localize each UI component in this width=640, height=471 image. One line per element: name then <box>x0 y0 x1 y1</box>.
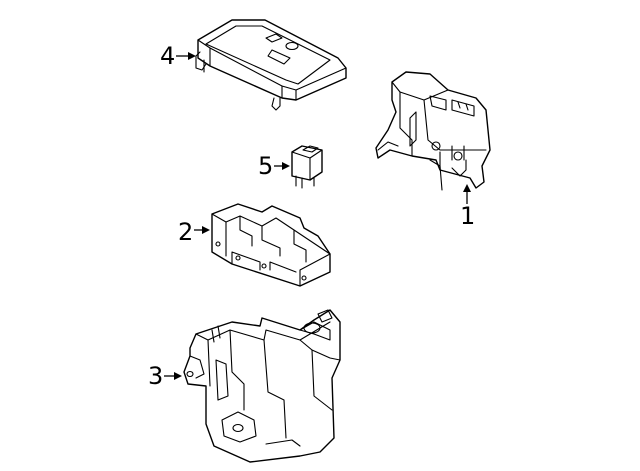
part-3-housing[interactable] <box>183 309 341 463</box>
callout-2-number: 2 <box>178 218 193 246</box>
callout-1-arrow-icon <box>463 184 471 192</box>
callout-4-arrow-icon <box>188 52 196 60</box>
callout-3: 3 <box>148 362 182 390</box>
callout-4-number: 4 <box>160 42 175 70</box>
callout-1-number: 1 <box>460 202 475 230</box>
callout-5-arrow-icon <box>282 162 290 170</box>
callout-3-arrow-icon <box>174 372 182 380</box>
callout-2-arrow-icon <box>202 226 210 234</box>
part-1-module[interactable] <box>375 71 491 191</box>
callout-5: 5 <box>258 152 290 180</box>
callout-5-number: 5 <box>258 152 273 180</box>
callout-4: 4 <box>160 42 196 70</box>
callout-2: 2 <box>178 218 210 246</box>
callout-1: 1 <box>460 184 475 230</box>
part-5-relay[interactable] <box>291 145 323 189</box>
part-2-fuse-block[interactable] <box>211 203 331 287</box>
callout-3-number: 3 <box>148 362 163 390</box>
part-4-cover[interactable] <box>195 19 347 111</box>
